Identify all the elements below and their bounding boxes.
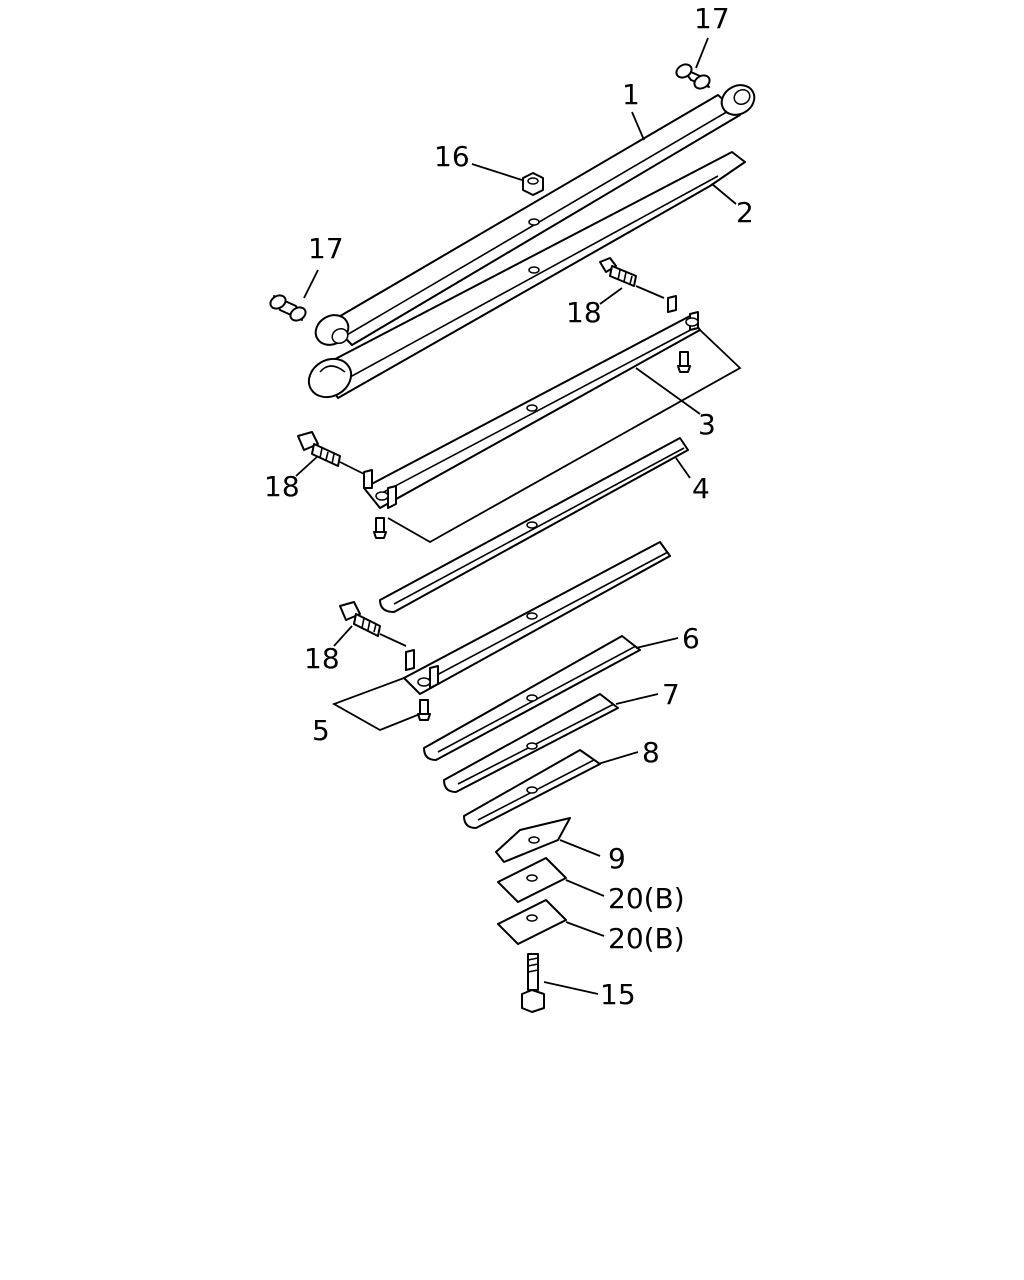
plate-9 bbox=[495, 817, 571, 863]
callout-1: 1 bbox=[622, 78, 640, 111]
callout-18-lower: 18 bbox=[304, 642, 340, 675]
center-bolt-15 bbox=[521, 953, 545, 1013]
nut-16 bbox=[522, 172, 544, 196]
callout-8: 8 bbox=[642, 736, 660, 769]
callout-15: 15 bbox=[600, 978, 636, 1011]
callout-5: 5 bbox=[312, 714, 330, 747]
main-leaf-1 bbox=[314, 84, 756, 346]
bushing-17-top bbox=[675, 63, 711, 90]
callout-18-left: 18 bbox=[264, 470, 300, 503]
callout-18-top: 18 bbox=[566, 296, 602, 329]
shim-20b-upper bbox=[497, 857, 567, 903]
leaf-6 bbox=[423, 635, 641, 761]
callout-16: 16 bbox=[434, 140, 470, 173]
leader-lines bbox=[295, 37, 737, 995]
callout-17-top: 17 bbox=[694, 2, 730, 35]
bolt-18-left bbox=[297, 431, 341, 467]
callout-4: 4 bbox=[692, 472, 710, 505]
callout-7: 7 bbox=[662, 678, 680, 711]
leaf-7 bbox=[443, 693, 619, 793]
leaf-8 bbox=[463, 749, 601, 829]
callout-20b-lower: 20(B) bbox=[608, 922, 685, 955]
clip-assembly-5 bbox=[331, 541, 671, 731]
shim-20b-lower bbox=[497, 899, 567, 945]
second-leaf-2 bbox=[307, 151, 746, 399]
bolt-18-lower bbox=[339, 601, 381, 637]
callout-6: 6 bbox=[682, 622, 700, 655]
callout-20b-upper: 20(B) bbox=[608, 882, 685, 915]
callout-9: 9 bbox=[608, 842, 626, 875]
bolt-18-top bbox=[599, 257, 637, 287]
bushing-17-left bbox=[269, 294, 307, 322]
callout-3: 3 bbox=[698, 408, 716, 441]
callout-2: 2 bbox=[736, 196, 754, 229]
leaf-4 bbox=[379, 437, 689, 613]
callout-17-left: 17 bbox=[308, 232, 344, 265]
clip-assembly-3 bbox=[363, 295, 742, 544]
